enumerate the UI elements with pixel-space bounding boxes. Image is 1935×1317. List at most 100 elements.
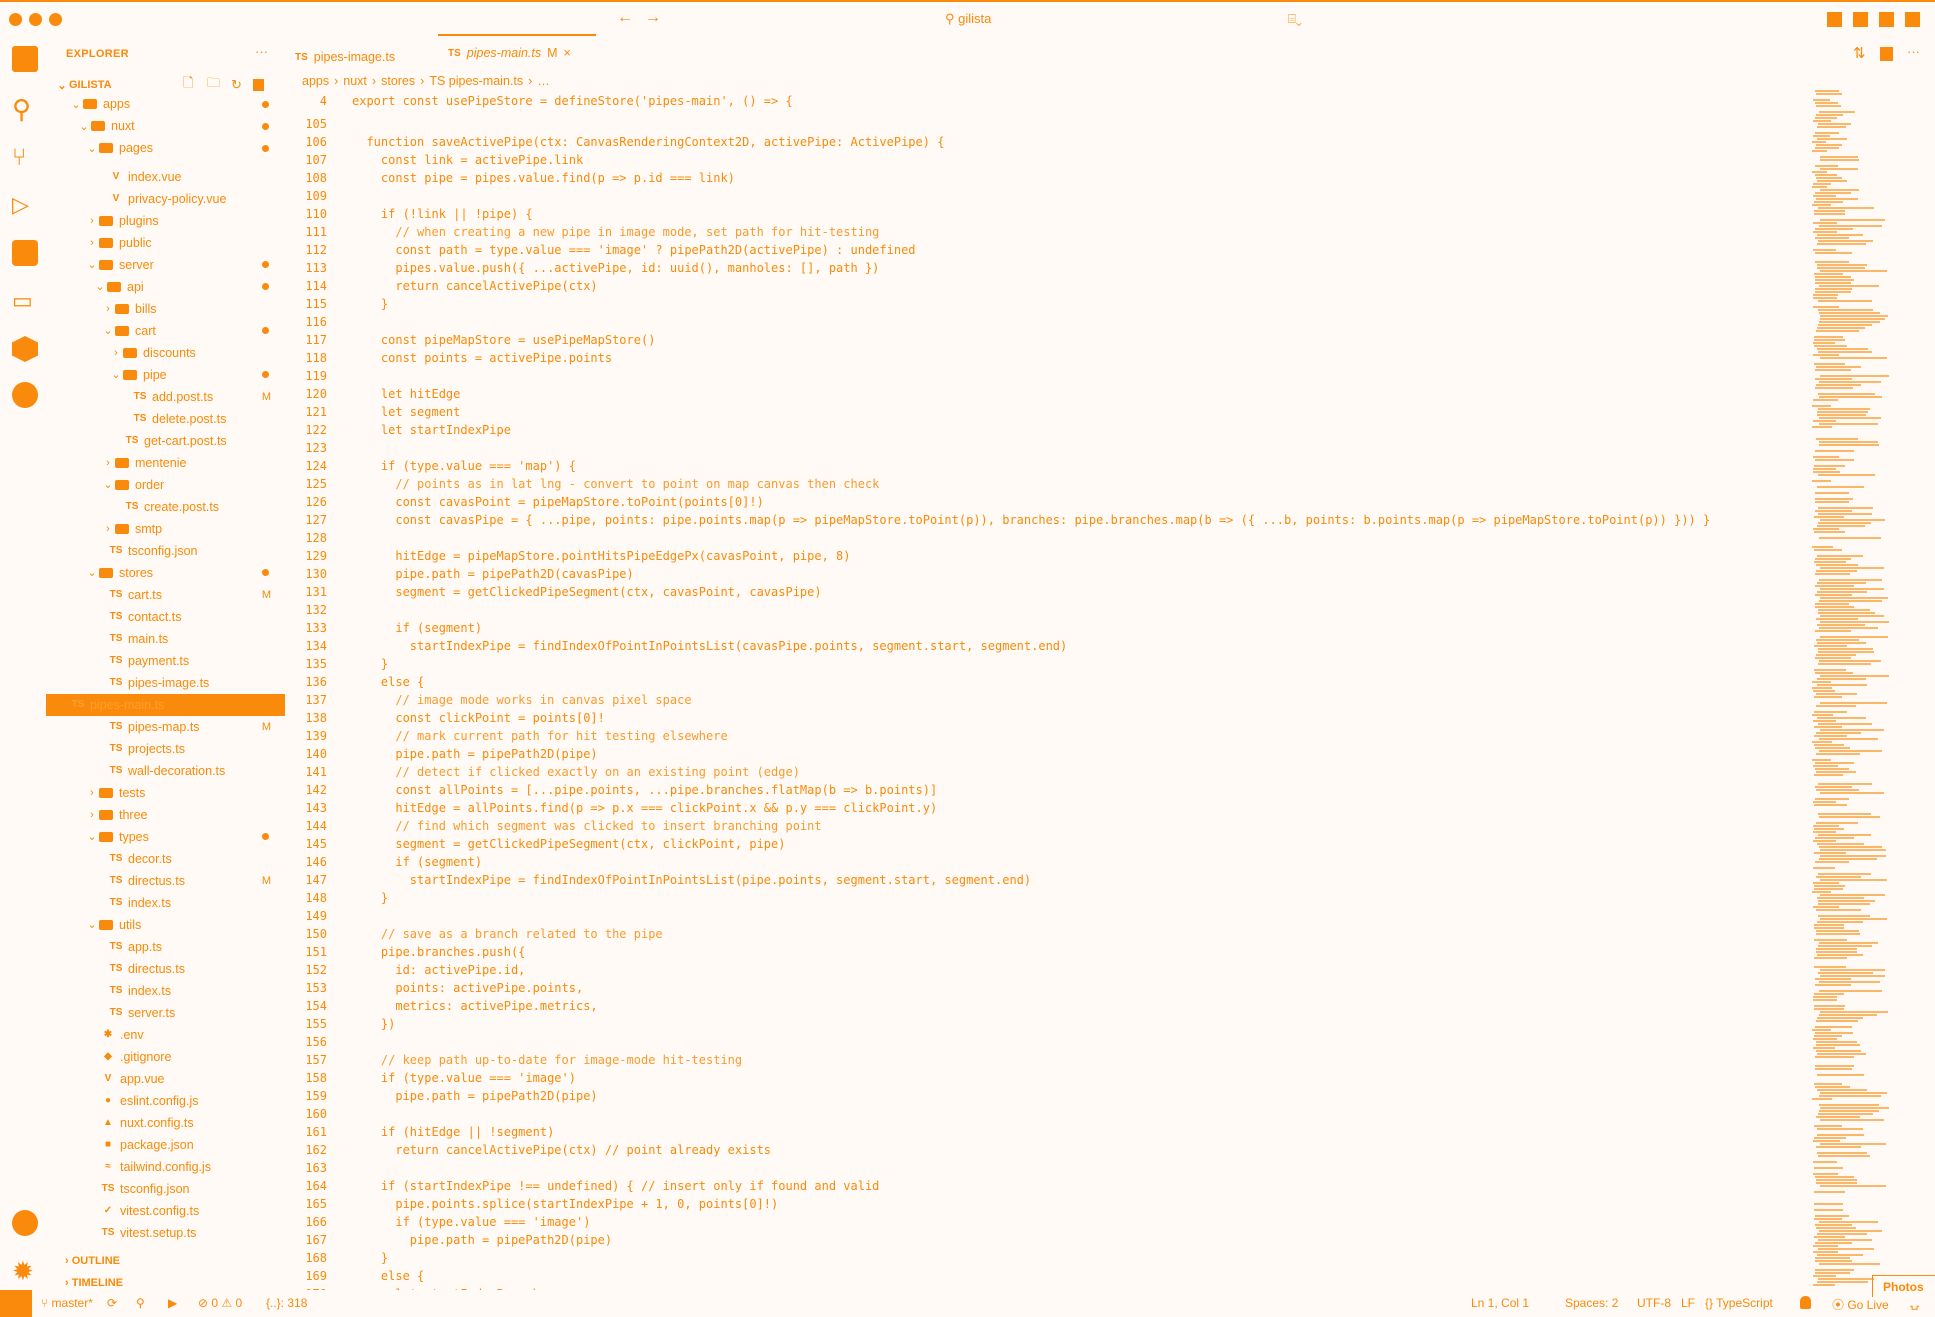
source-control-icon[interactable]: ⑂ <box>12 144 27 171</box>
folder-item[interactable]: ›discounts <box>55 342 285 364</box>
sticky-scroll-line[interactable]: 4 export const usePipeStore = defineStor… <box>285 92 1805 110</box>
editor-more-button[interactable]: ··· <box>1907 44 1920 59</box>
command-center-search[interactable]: ⚲ gilista <box>945 11 991 27</box>
file-item[interactable]: ■package.json <box>55 1134 285 1156</box>
search-icon[interactable]: ⚲ <box>12 94 32 124</box>
branch-indicator[interactable]: ⑂ master* <box>41 1296 93 1310</box>
folder-item[interactable]: ⌄nuxt <box>55 115 285 137</box>
refresh-icon[interactable]: ↻ <box>231 77 242 92</box>
file-item[interactable]: ✱.env <box>55 1024 285 1046</box>
outline-section[interactable]: › OUTLINE <box>55 1250 285 1272</box>
file-item[interactable]: ●eslint.config.js <box>55 1090 285 1112</box>
toggle-secondary-sidebar-icon[interactable] <box>1879 12 1894 27</box>
run-icon[interactable]: ▶ <box>168 1296 178 1310</box>
language-mode[interactable]: {} TypeScript <box>1705 1296 1773 1310</box>
run-debug-icon[interactable]: ▷ <box>12 192 29 217</box>
collapse-all-icon[interactable] <box>253 79 264 91</box>
brackets-indicator[interactable]: {..}: 318 <box>266 1296 308 1310</box>
close-icon[interactable]: × <box>563 46 571 60</box>
folder-item[interactable]: ⌄server <box>55 254 285 276</box>
folder-item[interactable]: ›tests <box>55 782 285 804</box>
new-file-icon[interactable]: 🗋 <box>183 75 194 90</box>
tab-pipes-image[interactable]: TS pipes-image.ts <box>285 44 405 70</box>
tab-pipes-main[interactable]: TS pipes-main.ts M × <box>438 34 596 70</box>
docker-icon[interactable] <box>12 336 38 362</box>
extensions-icon[interactable] <box>12 240 38 266</box>
toggle-sidebar-icon[interactable] <box>1827 12 1842 27</box>
folder-item[interactable]: ⌄utils <box>55 914 285 936</box>
close-window-button[interactable] <box>9 13 22 26</box>
breadcrumb-item[interactable]: apps <box>302 74 330 88</box>
folder-item[interactable]: ›plugins <box>55 210 285 232</box>
timeline-section[interactable]: › TIMELINE <box>55 1272 285 1294</box>
minimize-window-button[interactable] <box>29 13 42 26</box>
folder-item[interactable]: ⌄api <box>55 276 285 298</box>
open-changes-icon[interactable]: ⇅ <box>1853 45 1866 62</box>
folder-item[interactable]: ⌄types <box>55 826 285 848</box>
minimap[interactable] <box>1811 90 1911 1290</box>
cursor-position[interactable]: Ln 1, Col 1 <box>1471 1296 1530 1310</box>
copilot-chat-button[interactable]: ⌸⌄ <box>1288 11 1302 26</box>
breadcrumb-item[interactable]: nuxt <box>343 74 367 88</box>
breadcrumb-item[interactable]: … <box>537 74 550 88</box>
back-button[interactable]: ← <box>617 9 633 26</box>
notifications-icon[interactable]: ⍽ <box>1910 1296 1920 1310</box>
folder-item[interactable]: ⌄apps <box>55 93 285 115</box>
forward-button[interactable]: → <box>645 9 661 26</box>
sync-icon[interactable]: ⟳ <box>107 1296 118 1310</box>
encoding[interactable]: UTF-8 <box>1637 1296 1671 1310</box>
maximize-window-button[interactable] <box>49 13 62 26</box>
file-item[interactable]: ≈tailwind.config.js <box>55 1156 285 1178</box>
problems-indicator[interactable]: ⊘ 0 ⚠ 0 <box>198 1296 243 1310</box>
folder-item[interactable]: ›three <box>55 804 285 826</box>
folder-item[interactable]: ›public <box>55 232 285 254</box>
remote-indicator[interactable] <box>0 1290 32 1317</box>
folder-item[interactable]: ⌄pages <box>55 137 285 159</box>
copilot-icon[interactable] <box>1800 1296 1811 1309</box>
folder-item[interactable]: ⌄order <box>55 474 285 496</box>
explorer-icon[interactable] <box>12 46 38 72</box>
folder-item[interactable]: ›bills <box>55 298 285 320</box>
file-item[interactable]: ✓vitest.config.ts <box>55 1200 285 1222</box>
new-folder-icon[interactable]: 🗀 <box>207 75 221 90</box>
go-live-button[interactable]: ⦿ Go Live <box>1832 1298 1889 1312</box>
account-icon[interactable] <box>12 1210 38 1236</box>
end-of-line[interactable]: LF <box>1681 1296 1696 1310</box>
folder-item[interactable]: ⌄stores <box>55 562 285 584</box>
file-item[interactable]: ▲nuxt.config.ts <box>55 1112 285 1134</box>
folder-item[interactable]: ⌄pipe <box>55 364 285 386</box>
split-editor-icon[interactable] <box>1880 47 1893 61</box>
toggle-panel-icon[interactable] <box>1853 12 1868 27</box>
customize-layout-icon[interactable] <box>1905 12 1920 27</box>
file-item[interactable]: ◆.gitignore <box>55 1046 285 1068</box>
workspace-root[interactable]: ⌄ GILISTA 🗋 🗀 ↻ <box>55 74 285 96</box>
folder-item[interactable]: ›mentenie <box>55 452 285 474</box>
folder-item[interactable]: ⌄cart <box>55 320 285 342</box>
gear-icon[interactable]: ✹ <box>12 1256 34 1286</box>
breadcrumb-item[interactable]: stores <box>381 74 416 88</box>
